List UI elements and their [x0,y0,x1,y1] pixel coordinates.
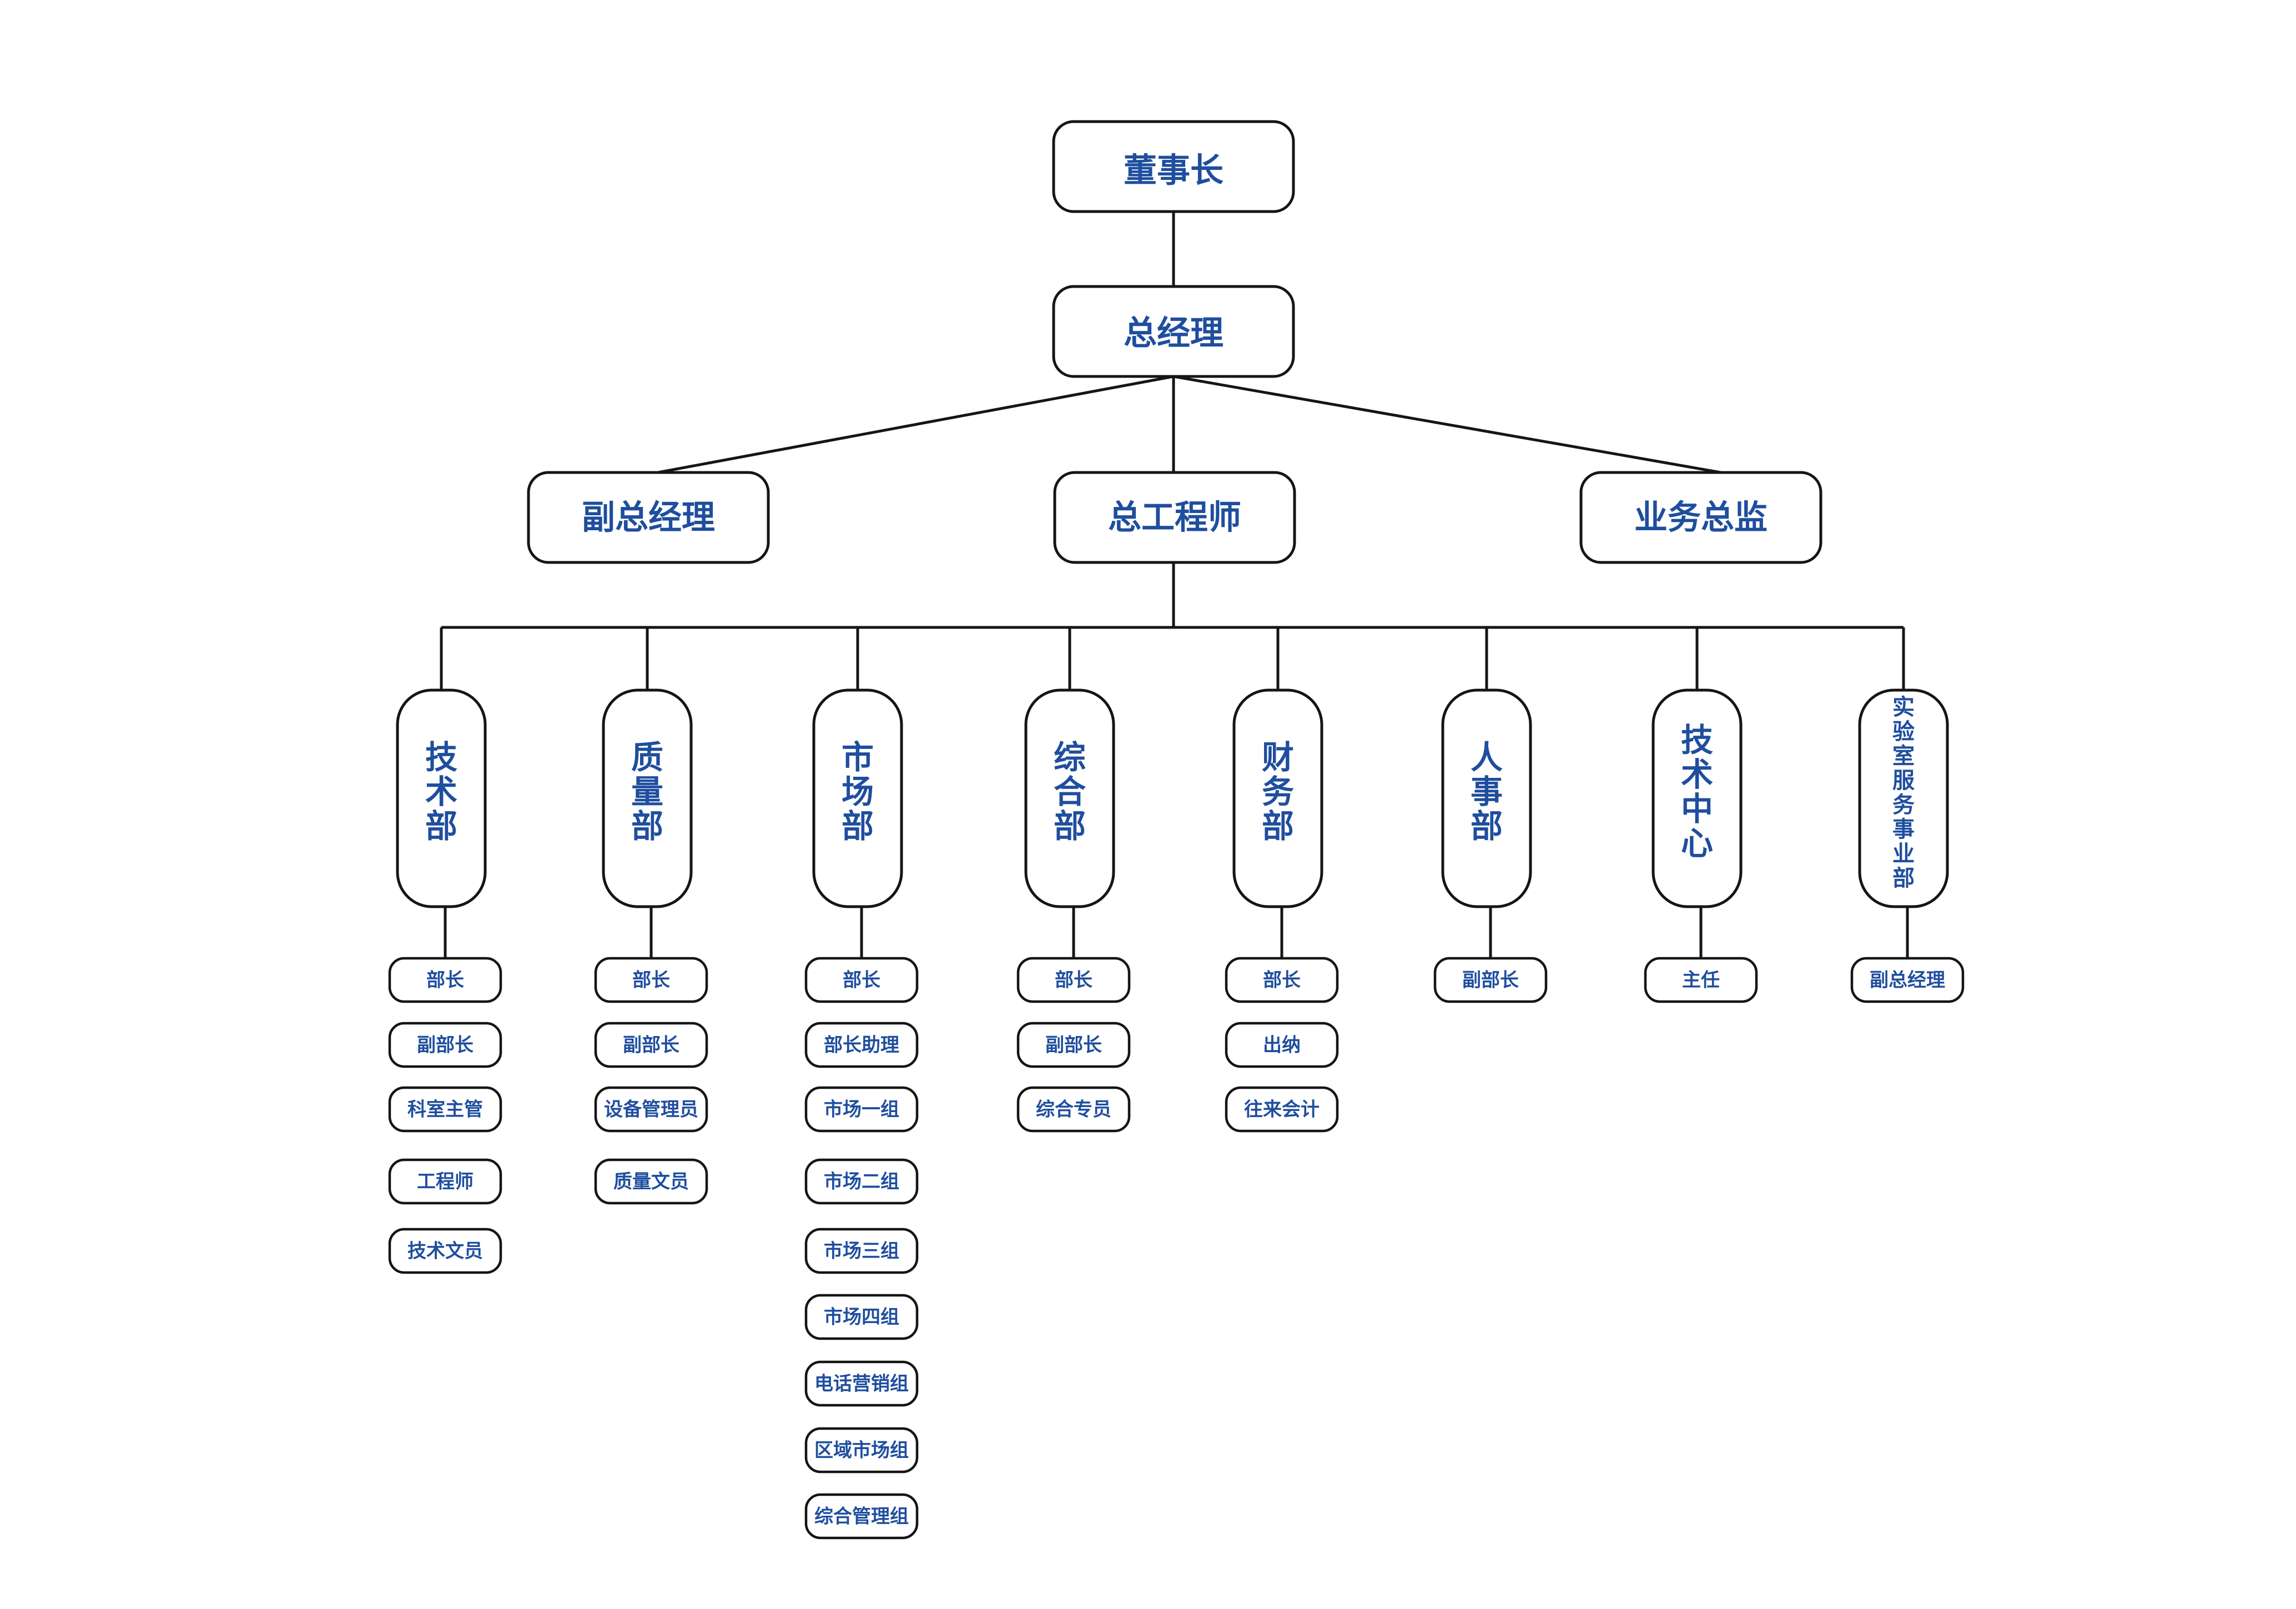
role-node[interactable]: 市场四组 [804,1294,919,1340]
role-label: 出纳 [1263,1034,1301,1057]
role-label: 副部长 [623,1034,679,1057]
role-label: 部长 [632,969,670,992]
connector-gm-business-director [1173,375,1721,474]
role-node[interactable]: 副部长 [1433,957,1548,1003]
department-node[interactable]: 人事部 [1441,688,1532,908]
department-label: 财务部 [1262,738,1294,845]
role-label: 市场三组 [824,1240,899,1263]
role-node[interactable]: 电话营销组 [804,1360,919,1407]
department-node[interactable]: 质量部 [602,688,693,908]
role-node[interactable]: 综合专员 [1016,1086,1131,1133]
role-node[interactable]: 副部长 [1016,1022,1131,1068]
role-label: 设备管理员 [604,1099,698,1121]
node-chief-engineer-label: 总工程师 [1108,499,1241,537]
node-deputy-general-manager[interactable]: 副总经理 [527,471,770,564]
node-business-director-label: 业务总监 [1634,499,1768,537]
role-label: 副部长 [1462,969,1519,992]
role-label: 电话营销组 [814,1373,909,1395]
role-node[interactable]: 部长 [804,957,919,1003]
connector-gm-deputy [657,375,1174,474]
role-label: 综合管理组 [814,1506,909,1528]
department-label: 技术部 [425,738,457,845]
node-chairman[interactable]: 董事长 [1052,120,1295,213]
departments: 技术部部长副部长科室主管工程师技术文员质量部部长副部长设备管理员质量文员市场部部… [388,688,1965,1540]
department-node[interactable]: 财务部 [1232,688,1323,908]
role-label: 综合专员 [1036,1099,1111,1121]
node-chief-engineer[interactable]: 总工程师 [1053,471,1296,564]
role-label: 区域市场组 [814,1440,909,1462]
role-node[interactable]: 质量文员 [594,1158,708,1205]
role-label: 往来会计 [1244,1099,1320,1121]
role-node[interactable]: 副部长 [388,1022,502,1068]
node-chairman-label: 董事长 [1124,152,1223,190]
role-label: 科室主管 [407,1099,483,1121]
role-node[interactable]: 部长 [388,957,502,1003]
role-label: 副总经理 [1870,969,1945,992]
role-node[interactable]: 副总经理 [1850,957,1965,1003]
role-label: 技术文员 [407,1240,483,1263]
role-label: 部长 [1263,969,1301,992]
role-node[interactable]: 科室主管 [388,1086,502,1133]
role-label: 市场一组 [824,1099,899,1121]
department-label: 市场部 [842,738,874,845]
node-general-manager[interactable]: 总经理 [1052,285,1295,378]
role-node[interactable]: 出纳 [1225,1022,1339,1068]
role-node[interactable]: 市场二组 [804,1158,919,1205]
role-node[interactable]: 部长 [594,957,708,1003]
role-label: 质量文员 [613,1171,689,1193]
role-label: 部长 [843,969,880,992]
role-label: 副部长 [417,1034,474,1057]
role-node[interactable]: 市场一组 [804,1086,919,1133]
node-deputy-general-manager-label: 副总经理 [582,499,715,537]
department-label: 人事部 [1471,738,1503,845]
department-label: 技术中心 [1681,721,1713,862]
role-node[interactable]: 部长 [1225,957,1339,1003]
role-label: 市场四组 [824,1306,899,1329]
role-node[interactable]: 副部长 [594,1022,708,1068]
node-general-manager-label: 总经理 [1124,314,1223,353]
role-label: 部长 [426,969,464,992]
department-node[interactable]: 技术中心 [1651,688,1743,908]
role-node[interactable]: 综合管理组 [804,1493,919,1540]
role-label: 副部长 [1045,1034,1102,1057]
department-node[interactable]: 市场部 [812,688,903,908]
department-label: 实验室服务事业部 [1892,695,1915,891]
connector-lines [440,212,1909,958]
role-node[interactable]: 部长助理 [804,1022,919,1068]
role-node[interactable]: 工程师 [388,1158,502,1205]
role-node[interactable]: 区域市场组 [804,1427,919,1474]
department-node[interactable]: 综合部 [1024,688,1115,908]
role-node[interactable]: 部长 [1016,957,1131,1003]
role-label: 部长助理 [824,1034,899,1057]
role-node[interactable]: 往来会计 [1225,1086,1339,1133]
department-label: 综合部 [1054,738,1086,845]
department-label: 质量部 [631,738,663,845]
role-label: 部长 [1055,969,1092,992]
role-node[interactable]: 设备管理员 [594,1086,708,1133]
role-label: 市场二组 [824,1171,899,1193]
role-label: 主任 [1682,969,1720,992]
department-node[interactable]: 实验室服务事业部 [1858,688,1949,908]
role-node[interactable]: 技术文员 [388,1228,502,1274]
role-label: 工程师 [417,1171,474,1193]
node-business-director[interactable]: 业务总监 [1579,471,1822,564]
department-node[interactable]: 技术部 [396,688,487,908]
role-node[interactable]: 主任 [1644,957,1758,1003]
role-node[interactable]: 市场三组 [804,1228,919,1274]
